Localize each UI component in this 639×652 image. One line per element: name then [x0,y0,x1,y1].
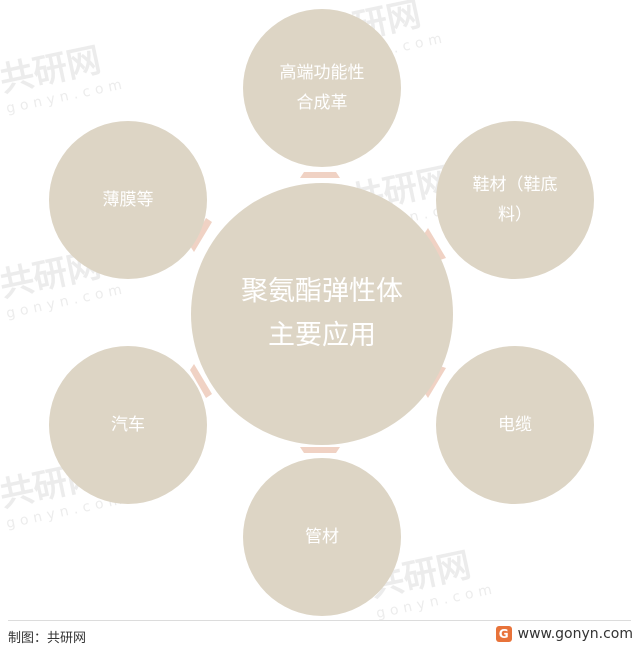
arrow-top [300,172,340,178]
arrow-top-left [190,218,212,252]
node-pipe: 管材 [243,458,401,616]
arrow-left [190,364,212,398]
node-cable: 电缆 [436,346,594,504]
node-film: 薄膜等 [49,121,207,279]
source-credit: 制图：共研网 [8,631,87,646]
arrow-right [424,366,446,398]
arrow-bottom [300,447,340,453]
gonyn-logo-icon: G [495,626,512,642]
center-node: 聚氨酯弹性体主要应用 [191,183,453,445]
footer-divider [8,620,631,621]
node-synthetic-leather: 高端功能性合成革 [243,9,401,167]
node-automotive: 汽车 [49,346,207,504]
site-credit[interactable]: G www.gonyn.com [495,626,633,642]
connector-arrows [190,172,446,453]
arrow-top-right [424,228,446,260]
site-url[interactable]: www.gonyn.com [517,626,633,642]
node-shoe-sole: 鞋材（鞋底料） [436,121,594,279]
